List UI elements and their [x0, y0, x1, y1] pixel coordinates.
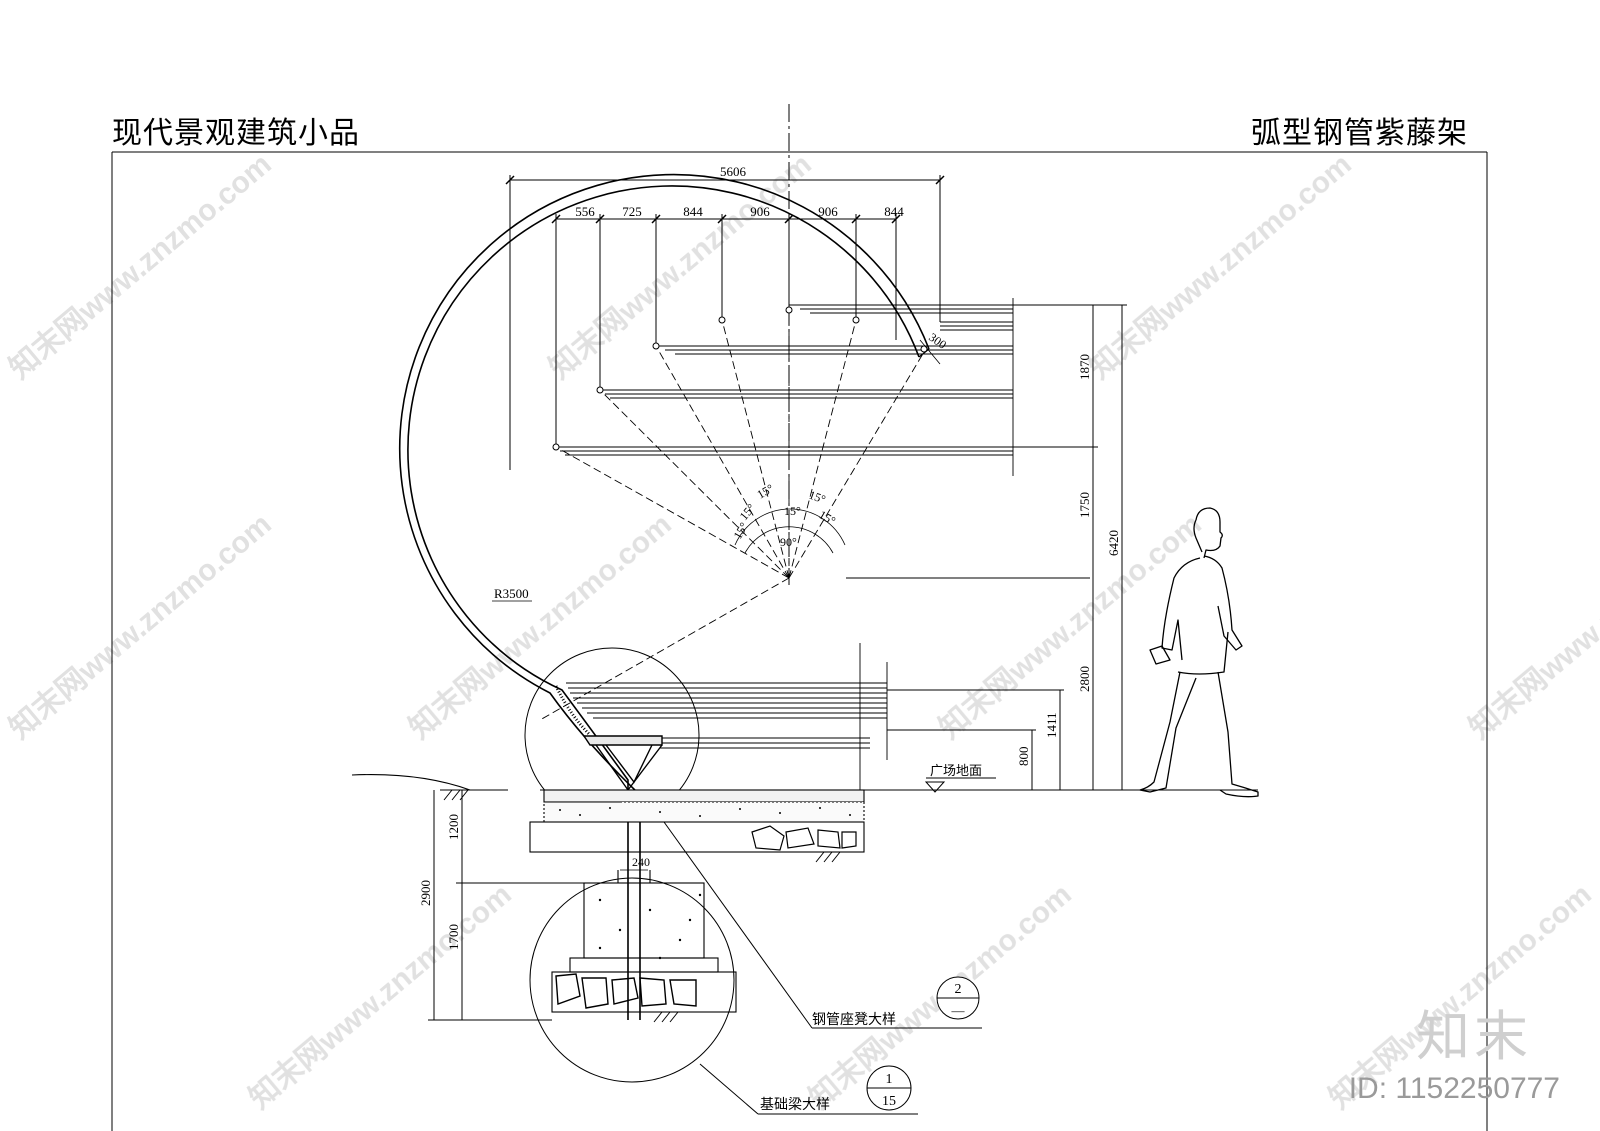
- callout-bench-label: 钢管座凳大样: [812, 1012, 896, 1028]
- callout-beam: [699, 1063, 918, 1115]
- drawing-title-left: 现代景观建筑小品: [112, 116, 360, 151]
- callout-bench: [663, 821, 982, 1029]
- bench-slats: [566, 643, 888, 793]
- angle-label: 15°: [817, 507, 839, 528]
- angle-label: 15°: [807, 488, 828, 507]
- watermark-text: 知末网www.znzmo.com: [1083, 148, 1357, 386]
- radial-angle-lines: [539, 310, 925, 721]
- angle-arcs: [734, 508, 846, 554]
- dim-1200-label: 1200: [446, 814, 461, 840]
- rubble-stones: [751, 825, 857, 851]
- watermark-text: 知末网www.znzmo.com: [1463, 508, 1600, 746]
- footing: [551, 870, 737, 1013]
- angle-label: 15°: [784, 504, 801, 518]
- dim-1700-label: 1700: [446, 924, 461, 950]
- angle-label: 15°: [755, 481, 777, 502]
- dim-segment-label: 844: [884, 204, 904, 219]
- right-dimensions: [887, 304, 1127, 790]
- footing-width-label: 240: [632, 855, 650, 869]
- watermark-text: 知末网www.znzmo.com: [3, 508, 277, 746]
- angle-label: 90°: [780, 535, 797, 549]
- dim-1750-label: 1750: [1077, 492, 1092, 518]
- watermark-text: 知末网www.znzmo.com: [933, 508, 1207, 746]
- dim-1411-label: 1411: [1044, 712, 1059, 738]
- watermark-layer: 知末网www.znzmo.com 知末网www.znzmo.com 知末网www…: [3, 148, 1600, 1116]
- watermark-text: 知末网www.znzmo.com: [243, 878, 517, 1116]
- ground-level-marker: [924, 777, 996, 793]
- watermark-brand: 知末: [1416, 1005, 1532, 1068]
- dim-segment-label: 906: [750, 204, 770, 219]
- dim-1870-label: 1870: [1077, 354, 1092, 380]
- dim-segment-label: 844: [683, 204, 703, 219]
- dim-800-label: 800: [1016, 747, 1031, 767]
- left-dimensions: [428, 789, 584, 1021]
- watermark-text: 知末网www.znzmo.com: [403, 508, 677, 746]
- callout-bench-number: 2: [955, 982, 962, 997]
- drawing-title-right: 弧型钢管紫藤架: [1251, 116, 1468, 151]
- beam-detail-circle: [529, 877, 735, 1083]
- dim-overall-label: 5606: [720, 164, 747, 179]
- concrete-texture: [559, 807, 851, 960]
- footing-stones: [555, 973, 697, 1009]
- angle-label: 15°: [737, 501, 759, 523]
- tube-width-label: 300: [926, 330, 949, 352]
- callout-beam-number: 1: [886, 1072, 893, 1087]
- ground-and-slab: [351, 774, 1258, 853]
- radius-label: R3500: [494, 586, 529, 601]
- dim-segment-label: 906: [818, 204, 838, 219]
- ground-level-label: 广场地面: [930, 764, 982, 779]
- watermark-id: ID: 1152250777: [1348, 1072, 1560, 1105]
- bench-support: [582, 735, 663, 792]
- scale-person-figure: [1139, 507, 1259, 798]
- top-dimensions: [505, 175, 945, 470]
- callout-bench-sheet: —: [951, 1003, 966, 1018]
- dim-segment-label: 725: [622, 204, 642, 219]
- dim-2900-label: 2900: [418, 880, 433, 906]
- bench-cushion-edge: [554, 685, 592, 737]
- dim-2800-label: 2800: [1077, 666, 1092, 692]
- callout-beam-scale: 15: [882, 1094, 896, 1109]
- callout-beam-label: 基础梁大样: [760, 1096, 830, 1113]
- watermark-text: 知末网www.znzmo.com: [3, 148, 277, 386]
- sheet-frame: [111, 151, 1488, 1131]
- dim-segment-label: 556: [575, 204, 595, 219]
- dim-6420-label: 6420: [1106, 530, 1121, 556]
- soil-hatch: [443, 789, 841, 1023]
